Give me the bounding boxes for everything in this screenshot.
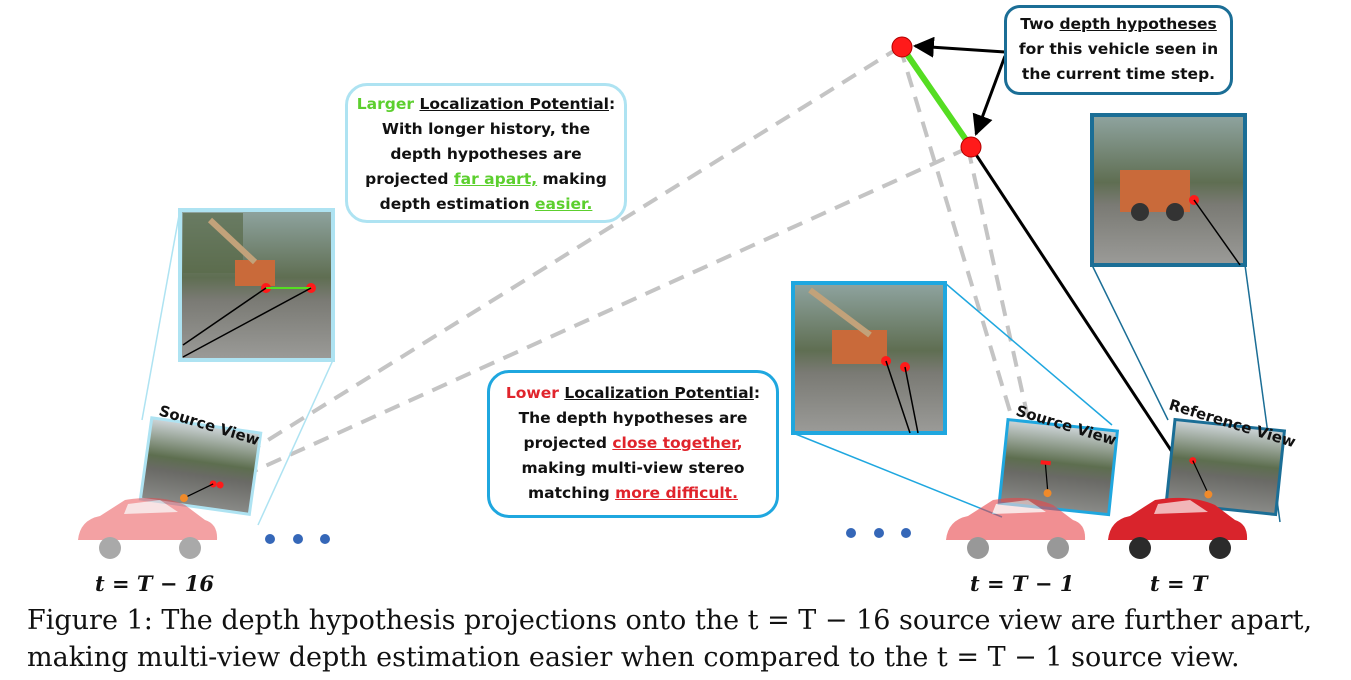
callout-lower-close-together: close together (612, 434, 737, 452)
zoom-patch-middle (791, 281, 947, 435)
ellipsis-dots-icon (265, 534, 330, 544)
callout-lower-line4: making multi-view stereo (521, 459, 745, 477)
callout-lower-line3a: projected (523, 434, 613, 452)
depth-point-icon (960, 136, 982, 158)
callout-lower-word: Lower (505, 384, 559, 402)
callout-lower-line2: The depth hypotheses are (518, 409, 748, 427)
callout-larger-term: Localization Potential (419, 95, 609, 113)
ellipsis-dots-icon (846, 528, 911, 538)
callout-lower-term: Localization Potential (564, 384, 754, 402)
reference-view (1164, 417, 1287, 517)
callout-lower-colon: : (753, 384, 761, 402)
time-label-t-minus-16: t = T − 16 (95, 571, 214, 596)
callout-larger-word: Larger (356, 95, 415, 113)
callout-larger-line5a: depth estimation (379, 195, 536, 213)
projection-rays (250, 45, 1030, 474)
callout-two-line3: the current time step. (1021, 65, 1216, 83)
callout-two-depth-hypotheses: Two depth hypotheses for this vehicle se… (1004, 5, 1233, 95)
car-icon (946, 497, 1086, 559)
hypothesis-segment (899, 45, 974, 149)
callout-lower-localization: Lower Localization Potential: The depth … (487, 370, 779, 518)
callout-larger-line3: depth hypotheses are (390, 145, 582, 163)
reference-ray (969, 146, 1186, 471)
callout-two-line2: for this vehicle seen in (1018, 40, 1219, 58)
callout-two-line1a: Two (1020, 15, 1060, 33)
callout-larger-localization: Larger Localization Potential: With long… (345, 83, 627, 223)
source-view-left (138, 416, 263, 516)
car-icon (1108, 497, 1248, 559)
time-label-t-minus-1: t = T − 1 (970, 571, 1075, 596)
callout-two-depth-hypotheses-term: depth hypotheses (1059, 15, 1217, 33)
arrow-icon (972, 55, 1007, 136)
callout-larger-colon: : (608, 95, 616, 113)
caption-line1: Figure 1: The depth hypothesis projectio… (27, 605, 1313, 636)
car-icon (78, 497, 218, 559)
callout-larger-far-apart: far apart, (453, 170, 538, 188)
depth-point-icon (891, 36, 913, 58)
callout-larger-line2: With longer history, the (381, 120, 591, 138)
zoom-connectors (141, 209, 1281, 526)
caption-line2: making multi-view depth estimation easie… (27, 642, 1240, 673)
arrow-icon (912, 36, 1006, 58)
callout-lower-more-difficult: more difficult. (615, 484, 738, 502)
figure-caption: Figure 1: The depth hypothesis projectio… (27, 602, 1347, 676)
time-label-t: t = T (1150, 571, 1208, 596)
zoom-patch-right (1090, 113, 1247, 267)
callout-larger-easier: easier. (535, 195, 593, 213)
zoom-patch-left (178, 208, 335, 362)
callout-larger-line4a: projected (365, 170, 454, 188)
callout-lower-comma: , (736, 434, 743, 452)
callout-lower-line5a: matching (528, 484, 616, 502)
callout-larger-line4c: making (537, 170, 607, 188)
